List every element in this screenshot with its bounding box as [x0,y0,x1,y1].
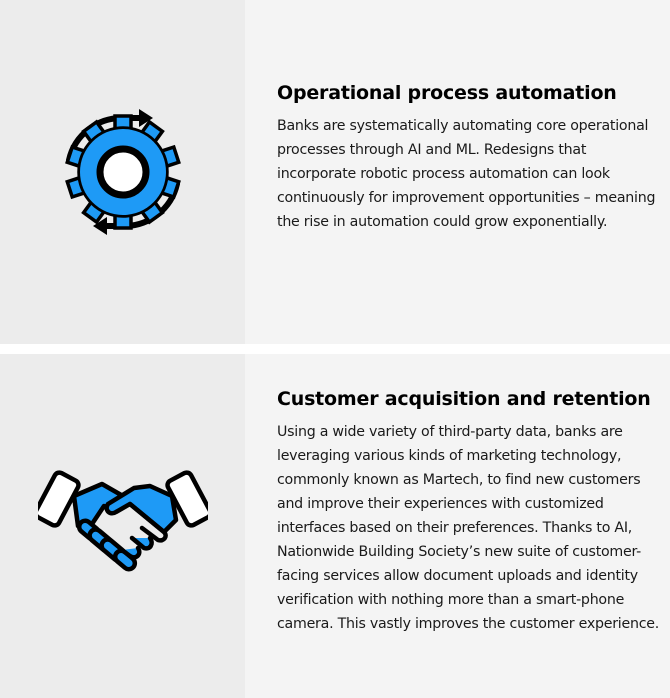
icon-panel [0,354,245,698]
section-body: Banks are systematically automating core… [277,118,656,230]
icon-panel [0,0,245,344]
section-customer-acquisition: Customer acquisition and retention Using… [0,354,670,698]
section-operational-automation: Operational process automation Banks are… [0,0,670,344]
section-title: Operational process automation [277,82,617,104]
section-text: Operational process automation Banks are… [245,0,670,344]
handshake-icon [37,470,208,572]
section-body: Using a wide variety of third-party data… [277,424,659,632]
gear-cycle-icon [64,109,181,235]
section-title: Customer acquisition and retention [277,388,651,410]
section-text: Customer acquisition and retention Using… [245,354,670,698]
